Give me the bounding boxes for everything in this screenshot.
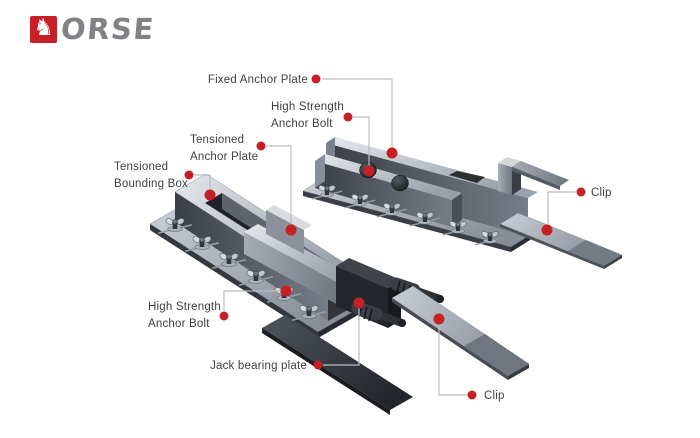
horse-logo-letters: ORSE (59, 12, 157, 46)
label-high-strength-anchor-bolt-top: High Strength Anchor Bolt (271, 101, 344, 130)
fixed-channel-front (315, 161, 452, 227)
dot-target-bounding-box (204, 189, 216, 201)
l-bracket-flange (512, 161, 569, 186)
anchor-bolt-knob-right (391, 174, 409, 192)
fixed-anchor-plate-assembly (302, 137, 569, 252)
dot-target-tensioned-anchor-plate (285, 224, 297, 236)
tension-fin-front (266, 210, 304, 254)
dot-label-tensioned-anchor-plate (256, 141, 266, 151)
clip-right-end (604, 255, 622, 269)
fixed-channel-cap-right (452, 193, 462, 227)
dot-label-anchor-bolt-bottom (219, 311, 229, 321)
l-bracket-flange-edge (512, 167, 560, 190)
clip-bottom-plate (391, 285, 530, 380)
dot-label-fixed-anchor-plate (311, 74, 321, 84)
fixed-plate-cutout (449, 171, 485, 183)
leader-clip-bottom (438, 322, 467, 396)
dot-label-clip-bottom (467, 390, 477, 400)
clip-bottom-step (464, 334, 529, 376)
dot-target-fixed-anchor-plate (386, 147, 398, 159)
label-fixed-anchor-plate: Fixed Anchor Plate (207, 74, 308, 86)
leader-anchor-bolt-top (353, 116, 370, 167)
dot-target-anchor-bolt-top (363, 165, 375, 177)
label-clip-bottom: Clip (484, 390, 505, 402)
dot-label-clip-right (576, 187, 586, 197)
fixed-channel-cap-left (315, 154, 325, 188)
leader-tensioned-anchor-plate (266, 145, 292, 226)
l-bracket-wall (498, 163, 512, 195)
tensioned-rail-extension (262, 315, 413, 410)
clip-bottom-edge (392, 298, 508, 380)
clip-right-plate (499, 212, 623, 269)
label-tensioned-bounding-box: Tensioned Bounding Box (114, 161, 189, 190)
dot-label-jack-bearing-plate (313, 360, 323, 370)
tensioned-rail-edge (262, 328, 390, 415)
label-tensioned-anchor-plate: Tensioned Anchor Plate (190, 134, 259, 163)
leader-bounding-box (194, 174, 211, 192)
fixed-base-plate-front (303, 191, 511, 252)
horse-head-icon: ♞ (33, 15, 54, 41)
clip-right-step (568, 240, 622, 266)
callout-leaders (194, 78, 576, 396)
horse-logo-mark: ♞ (30, 16, 57, 43)
dot-label-bounding-box (184, 170, 194, 180)
tension-beam-front (244, 232, 342, 307)
tension-fin-top (266, 205, 312, 230)
fixed-channel-top (315, 154, 462, 200)
tension-beam-top (244, 224, 356, 285)
dot-target-jack-bearing-plate (353, 297, 365, 309)
leader-fixed-anchor-plate (322, 78, 393, 150)
tensioned-assembly (149, 173, 444, 415)
l-bracket-wall-top (498, 157, 521, 167)
label-clip-right: Clip (591, 187, 612, 199)
fixed-back-wall-top (326, 137, 538, 198)
dot-label-anchor-bolt-top (343, 112, 353, 122)
dot-target-anchor-bolt-bottom (280, 285, 292, 297)
leader-jack-bearing-plate (323, 306, 360, 366)
label-high-strength-anchor-bolt-bottom: High Strength Anchor Bolt (148, 301, 221, 330)
leader-clip-right (547, 191, 576, 227)
clip-right-edge (500, 224, 604, 269)
dot-target-clip-right (541, 224, 553, 236)
label-jack-bearing-plate: Jack bearing plate (210, 360, 307, 372)
tensioned-plate-front (150, 224, 318, 338)
jack-block-top (336, 258, 401, 288)
callout-dots (184, 74, 586, 400)
horse-logo: ♞ ORSE (30, 12, 157, 46)
leader-anchor-bolt-bottom (223, 290, 283, 311)
dot-target-clip-bottom (433, 313, 445, 325)
clip-bottom-end (508, 364, 529, 380)
